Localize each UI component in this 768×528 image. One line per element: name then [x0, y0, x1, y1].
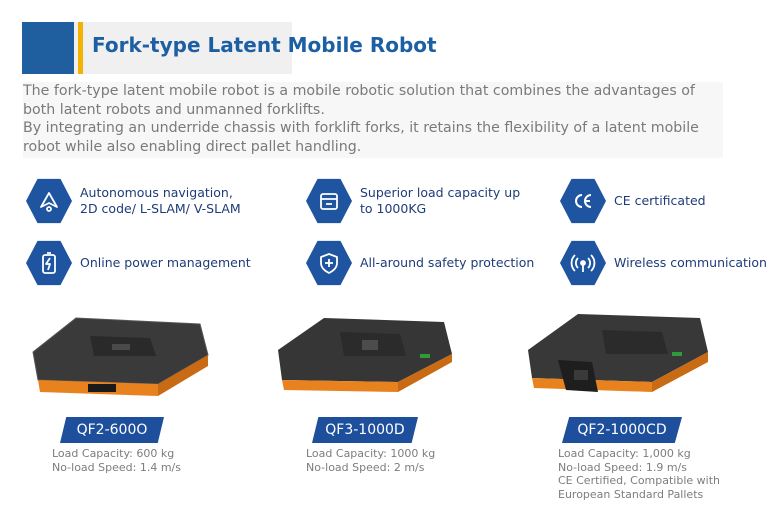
description-paragraph-1: The fork-type latent mobile robot is a m… [23, 83, 695, 118]
model-tag: QF2-1000CD [562, 417, 682, 443]
feature-wireless: Wireless communication [560, 240, 767, 286]
model-tag: QF3-1000D [312, 417, 418, 443]
load-box-icon [306, 178, 352, 224]
robot-image-2 [270, 300, 460, 400]
feature-label-line1: All-around safety protection [360, 255, 535, 270]
feature-power: Online power management [26, 240, 251, 286]
product-specs: Load Capacity: 600 kg No-load Speed: 1.4… [52, 447, 181, 474]
spec-line: Load Capacity: 1,000 kg [558, 447, 691, 460]
spec-line: No-load Speed: 1.4 m/s [52, 460, 181, 474]
title-banner: Fork-type Latent Mobile Robot [22, 22, 437, 74]
spec-line: European Standard Pallets [558, 487, 704, 501]
spec-line: CE Certified, Compatible with [558, 474, 720, 487]
spec-line: Load Capacity: 600 kg [52, 447, 175, 460]
feature-safety: All-around safety protection [306, 240, 534, 286]
feature-label-line1: Wireless communication [614, 255, 767, 270]
feature-load-capacity: Superior load capacity up to 1000KG [306, 178, 520, 224]
battery-icon [26, 240, 72, 286]
feature-navigation: Autonomous navigation, 2D code/ L-SLAM/ … [26, 178, 241, 224]
feature-label-line2: 2D code/ L-SLAM/ V-SLAM [80, 201, 241, 216]
ce-icon [560, 178, 606, 224]
shield-icon [306, 240, 352, 286]
robot-image-1 [28, 300, 218, 400]
product-specs: Load Capacity: 1,000 kg No-load Speed: 1… [558, 447, 720, 501]
brand-block [22, 22, 74, 74]
feature-label-line1: CE certificated [614, 193, 706, 208]
robot-image-3 [522, 300, 717, 405]
wireless-icon [560, 240, 606, 286]
spec-line: No-load Speed: 1.9 m/s [558, 460, 687, 474]
feature-ce: CE certificated [560, 178, 706, 224]
product-specs: Load Capacity: 1000 kg No-load Speed: 2 … [306, 447, 435, 474]
page-title: Fork-type Latent Mobile Robot [92, 33, 437, 57]
feature-label-line1: Autonomous navigation, [80, 185, 233, 200]
model-tag: QF2-600O [60, 417, 164, 443]
description-paragraph-2: By integrating an underride chassis with… [23, 120, 699, 155]
feature-label-line2: to 1000KG [360, 201, 427, 216]
accent-bar [78, 22, 83, 74]
feature-label-line1: Superior load capacity up [360, 185, 521, 200]
spec-line: No-load Speed: 2 m/s [306, 460, 425, 474]
feature-label-line1: Online power management [80, 255, 251, 270]
spec-line: Load Capacity: 1000 kg [306, 447, 436, 460]
navigation-icon [26, 178, 72, 224]
description: The fork-type latent mobile robot is a m… [23, 82, 723, 158]
